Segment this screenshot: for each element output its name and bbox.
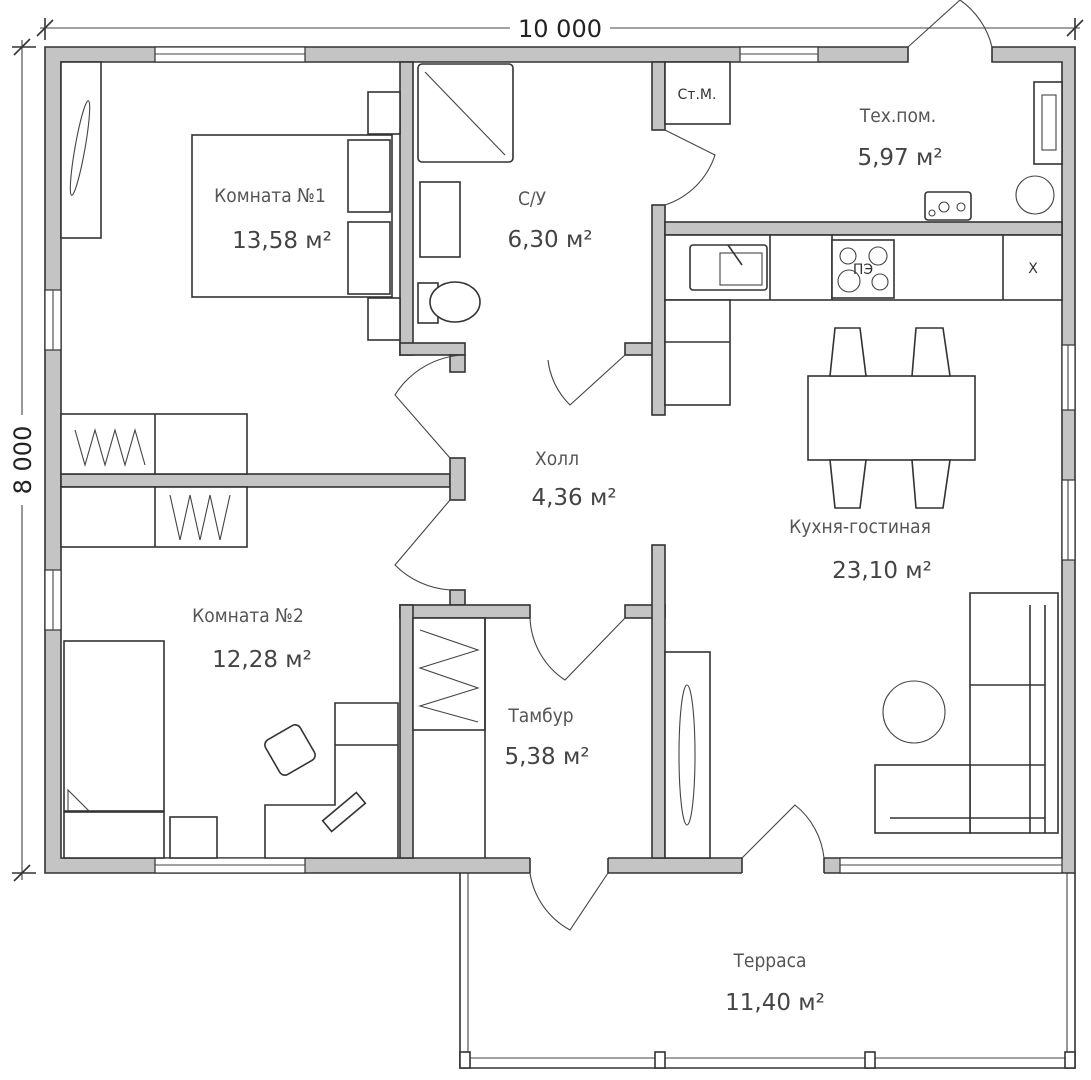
room-labels: Комната №1 13,58 м² С/У 6,30 м² Тех.пом.… (192, 105, 942, 1016)
doors (394, 0, 993, 931)
room-area-hall: 4,36 м² (531, 485, 616, 511)
room-area-bathroom: 6,30 м² (507, 227, 592, 253)
washing-machine-label: Ст.М. (678, 87, 717, 103)
width-dimension-label: 10 000 (518, 15, 602, 43)
room-name-bedroom-2: Комната №2 (192, 605, 304, 627)
room-name-vestibule: Тамбур (507, 705, 573, 727)
fridge-label: Х (1028, 261, 1038, 277)
room-name-tech-room: Тех.пом. (859, 105, 936, 127)
room-area-vestibule: 5,38 м² (504, 744, 589, 770)
room-area-kitchen-living: 23,10 м² (832, 558, 932, 584)
room-area-tech-room: 5,97 м² (857, 145, 942, 171)
room-area-terrace: 11,40 м² (725, 990, 825, 1016)
stove-label: ПЭ (853, 262, 873, 278)
furniture: Ст.М. ПЭ Х (60, 61, 1063, 859)
room-name-bedroom-1: Комната №1 (214, 185, 326, 207)
dimension-width: 10 000 (36, 14, 1084, 43)
room-name-bathroom: С/У (518, 188, 547, 210)
terrace (459, 873, 1076, 1069)
height-dimension-label: 8 000 (9, 426, 37, 495)
outer-walls (44, 46, 1076, 875)
room-name-hall: Холл (535, 448, 579, 470)
room-name-terrace: Терраса (732, 950, 806, 972)
room-area-bedroom-1: 13,58 м² (232, 228, 332, 254)
room-name-kitchen-living: Кухня-гостиная (789, 516, 931, 538)
room-area-bedroom-2: 12,28 м² (212, 647, 312, 673)
interior-walls (60, 61, 1063, 859)
dimension-height: 8 000 (8, 38, 37, 882)
